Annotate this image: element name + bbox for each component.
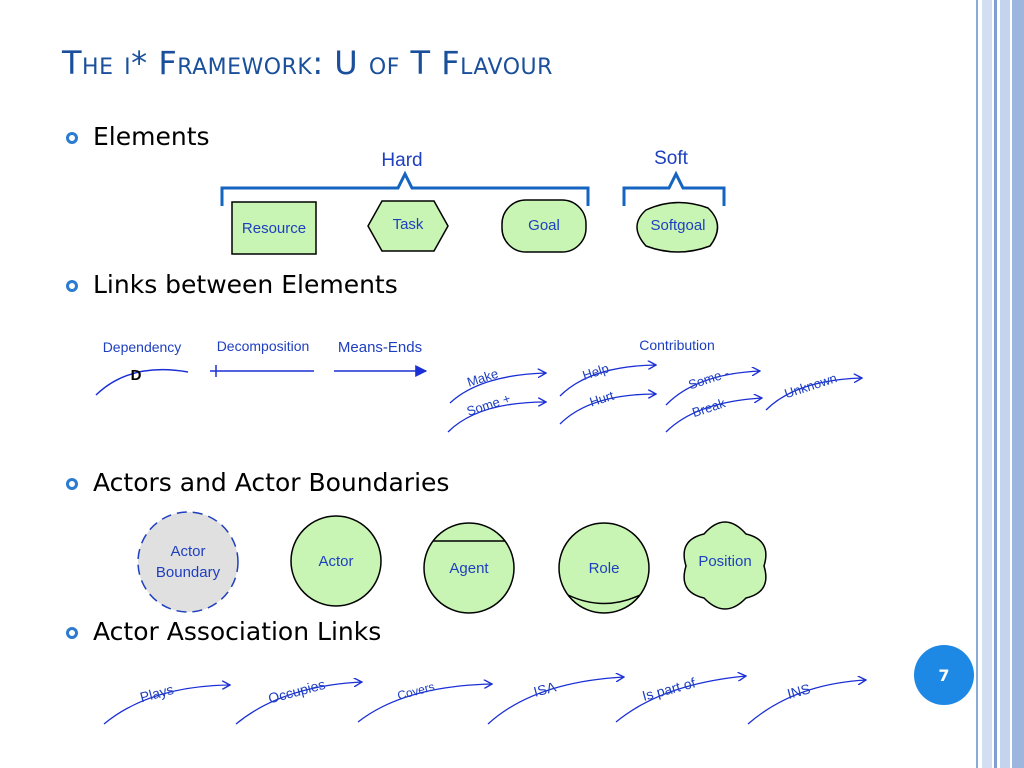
soft-brace	[622, 170, 726, 206]
some-plus-label: Some +	[465, 391, 513, 419]
unknown-label: Unknown	[783, 370, 839, 401]
plays-label: Plays	[138, 681, 175, 705]
bullet-icon	[66, 478, 78, 490]
decorative-side-rails	[976, 0, 1024, 768]
softgoal-label: Softgoal	[650, 217, 705, 234]
is-part-of-label: Is part of	[640, 674, 697, 704]
agent-label: Agent	[449, 560, 489, 577]
bullet-icon	[66, 627, 78, 639]
dependency-link	[95, 368, 189, 396]
dependency-label: Dependency	[103, 339, 182, 355]
contribution-unknown: Unknown	[765, 370, 862, 411]
association-isa: ISA	[487, 677, 624, 725]
section-label-elements: Elements	[93, 122, 210, 151]
soft-label: Soft	[654, 148, 689, 169]
hard-brace	[220, 170, 590, 206]
covers-label: Covers	[396, 679, 436, 702]
make-label: Make	[465, 366, 500, 390]
role-shape: Role	[558, 522, 650, 614]
task-element: Task	[367, 200, 449, 252]
decomposition-label: Decomposition	[217, 338, 310, 354]
some-minus-label: Some -	[686, 365, 730, 392]
isa-label: ISA	[532, 678, 559, 699]
agent-shape: Agent	[423, 522, 515, 614]
slide-title: The i* Framework: U of T Flavour	[62, 44, 553, 82]
association-covers: Covers	[357, 679, 492, 723]
association-occupies: Occupies	[235, 676, 362, 725]
position-shape: Position	[683, 521, 767, 610]
section-label-links: Links between Elements	[93, 270, 398, 299]
section-label-actors: Actors and Actor Boundaries	[93, 468, 450, 497]
actor-boundary-label-line1: Actor	[170, 543, 205, 560]
actor-boundary-shape: Actor Boundary	[137, 511, 239, 613]
association-is-part-of: Is part of	[615, 674, 746, 723]
actor-shape: Actor	[290, 515, 382, 607]
ins-label: INS	[785, 680, 812, 701]
contribution-hurt: Hurt	[559, 388, 656, 425]
contribution-label: Contribution	[639, 337, 715, 353]
page-number-badge: 7	[914, 645, 974, 705]
contribution-break: Break	[665, 395, 762, 433]
goal-element: Goal	[501, 199, 587, 253]
association-plays: Plays	[103, 681, 230, 725]
bullet-icon	[66, 132, 78, 144]
framework-diagram: Hard Soft Resource Task Goal Softgoal De…	[95, 148, 976, 725]
task-label: Task	[393, 216, 424, 233]
occupies-label: Occupies	[266, 676, 327, 707]
decomposition-link	[210, 365, 314, 377]
position-label: Position	[698, 553, 751, 570]
break-label: Break	[690, 395, 727, 420]
hurt-label: Hurt	[588, 388, 616, 410]
goal-label: Goal	[528, 217, 560, 234]
dependency-marker: D	[131, 367, 142, 384]
means-ends-label: Means-Ends	[338, 339, 422, 356]
role-label: Role	[589, 560, 620, 577]
association-ins: INS	[747, 680, 866, 725]
bullet-icon	[66, 280, 78, 292]
hard-label: Hard	[381, 150, 422, 171]
resource-label: Resource	[242, 220, 306, 237]
resource-element: Resource	[231, 201, 317, 255]
softgoal-element: Softgoal	[636, 201, 719, 253]
section-label-association: Actor Association Links	[93, 617, 382, 646]
contribution-some-plus: Some +	[447, 391, 546, 433]
actor-label: Actor	[318, 553, 353, 570]
actor-boundary-label-line2: Boundary	[156, 564, 221, 581]
help-label: Help	[581, 360, 611, 383]
